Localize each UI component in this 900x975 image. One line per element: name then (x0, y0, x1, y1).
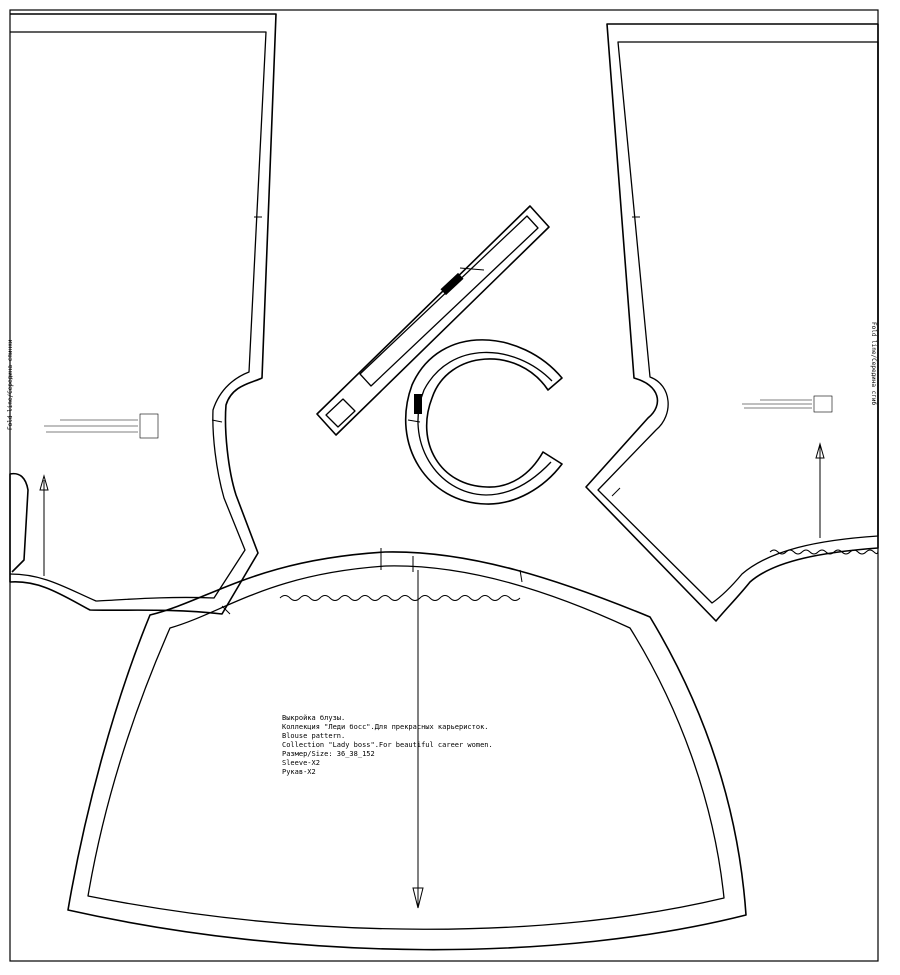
back-piece: Fold line/Середина спинки (7, 13, 277, 615)
sleeve-cut-line (67, 551, 747, 951)
back-piece-seam-line (9, 31, 267, 602)
back-piece-cut-line (9, 13, 277, 615)
sleeve-notch (221, 605, 231, 615)
sleeve-cap-wave (279, 595, 521, 601)
sleeve-label-line: Размер/Size: 36_38_152 (282, 750, 375, 758)
neck-facing-piece (404, 339, 563, 505)
front-notch (611, 487, 621, 497)
sleeve-label-line: Sleeve-X2 (282, 759, 320, 767)
front-piece: Fold line/Середина сгиб (585, 23, 879, 622)
front-info-block (742, 395, 833, 413)
collar-band-end-box (325, 398, 356, 428)
sleeve-label-line: Рукав-X2 (282, 768, 316, 776)
sleeve-label-line: Выкройка блузы. (282, 714, 345, 722)
sleeve-label-line: Collection "Lady boss".For beautiful car… (282, 741, 493, 749)
neck-facing-cut-line (404, 339, 563, 505)
back-grain-arrow-icon (39, 474, 49, 491)
back-fold-label: Fold line/Середина спинки (7, 339, 14, 430)
front-grain-arrow-icon (815, 442, 825, 459)
back-notch (211, 419, 223, 423)
collar-band-mark (459, 267, 485, 271)
front-piece-seam-line (597, 41, 879, 604)
sleeve-label: Выкройка блузы. Коллекция "Леди босс".Дл… (282, 714, 497, 776)
sleeve-grain-arrow-icon (412, 887, 424, 909)
front-fold-label: Fold line/Середина сгиб (870, 322, 877, 405)
sleeve-label-line: Blouse pattern. (282, 732, 345, 740)
sleeve-seam-line (87, 565, 725, 930)
front-piece-cut-line (585, 23, 879, 622)
neck-facing-notch (407, 419, 421, 423)
front-hem-wave (769, 549, 879, 555)
sleeve-label-line: Коллекция "Леди босс".Для прекрасных кар… (282, 723, 489, 731)
back-info-block (44, 413, 159, 439)
sleeve-piece: Выкройка блузы. Коллекция "Леди босс".Дл… (67, 548, 747, 951)
neck-facing-label-block (414, 394, 422, 414)
neck-facing-seam-line (417, 351, 553, 496)
collar-band-cut-line (316, 205, 550, 436)
sheet-border (9, 9, 879, 962)
collar-band-inner-line (359, 215, 539, 387)
sleeve-notch (519, 569, 523, 583)
collar-band-piece (316, 205, 550, 436)
collar-band-label-block (440, 272, 464, 296)
